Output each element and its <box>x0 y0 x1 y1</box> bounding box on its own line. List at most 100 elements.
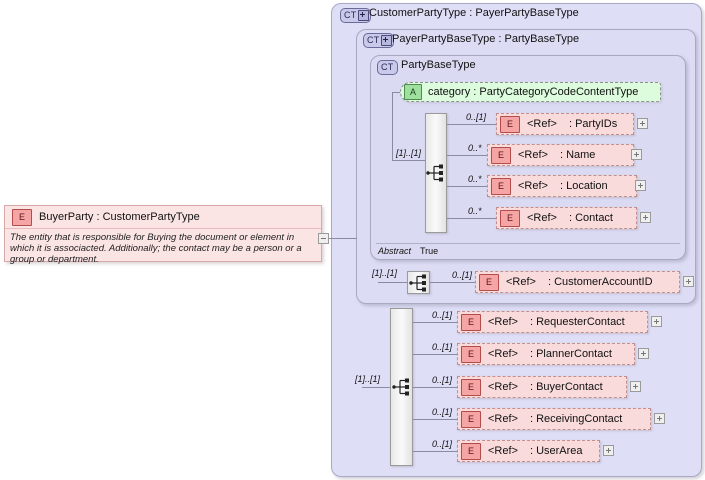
element-ref-label: <Ref> <box>488 413 518 425</box>
ct-badge-party-base-type[interactable]: CT <box>377 60 399 75</box>
element-name-label: : RequesterContact <box>529 316 625 328</box>
expander-plannercontact[interactable] <box>638 348 649 359</box>
cardinality-name: 0..* <box>468 143 482 153</box>
ct-badge-text: CT <box>367 35 380 45</box>
connector-location <box>447 186 496 187</box>
connector-payer-seq-in <box>378 282 407 283</box>
element-node-name[interactable]: E <Ref> : Name <box>487 144 634 166</box>
connector-customer-seq-in <box>362 387 390 388</box>
expand-plus-icon[interactable] <box>358 10 370 21</box>
element-badge-icon: E <box>500 115 520 133</box>
element-badge-icon: E <box>491 146 511 164</box>
cardinality-contact: 0..* <box>468 206 482 216</box>
attribute-badge-icon: A <box>404 84 422 100</box>
connector-userarea <box>413 451 457 452</box>
expander-name[interactable] <box>631 149 642 160</box>
source-element-documentation: The entity that is responsible for Buyin… <box>10 232 302 265</box>
expander-location[interactable] <box>635 180 646 191</box>
connector-plannercontact <box>413 354 457 355</box>
element-name-label: : Contact <box>568 212 613 224</box>
cardinality-partyids: 0..[1] <box>466 112 487 122</box>
element-name-label: : PlannerContact <box>529 348 612 360</box>
connector-partyids <box>447 124 496 125</box>
cardinality-location: 0..* <box>468 174 482 184</box>
connector-party-base-seq-in <box>392 160 425 161</box>
element-badge-icon: E <box>461 378 481 396</box>
expander-userarea[interactable] <box>603 445 614 456</box>
element-name-label: : Location <box>559 180 608 192</box>
element-node-buyercontact[interactable]: E <Ref> : BuyerContact <box>457 376 627 398</box>
source-element-header: E BuyerParty : CustomerPartyType <box>5 206 321 229</box>
element-ref-label: <Ref> <box>518 180 548 192</box>
element-ref-label: <Ref> <box>527 212 557 224</box>
element-ref-label: <Ref> <box>518 149 548 161</box>
expander-customeraccountid[interactable] <box>683 276 694 287</box>
abstract-label: Abstract <box>378 246 412 256</box>
connector-contact <box>447 218 496 219</box>
element-name-label: : PartyIDs <box>568 118 618 130</box>
cardinality-requestercontact: 0..[1] <box>432 310 453 320</box>
element-badge-icon: E <box>500 209 520 227</box>
element-badge-icon: E <box>461 345 481 363</box>
element-name-label: : ReceivingContact <box>529 413 623 425</box>
source-element-buyerparty[interactable]: E BuyerParty : CustomerPartyType The ent… <box>4 205 322 265</box>
connector-attribute-vertical <box>392 92 393 160</box>
element-node-receivingcontact[interactable]: E <Ref> : ReceivingContact <box>457 408 651 430</box>
container-title-payer-party-base-type: PayerPartyBaseType : PartyBaseType <box>392 33 580 45</box>
element-badge-icon: E <box>491 177 511 195</box>
ct-badge-text: CT <box>381 62 394 72</box>
cardinality-customeraccountid: 0..[1] <box>452 270 473 280</box>
connector-customeraccountid <box>430 282 475 283</box>
ct-badge-text: CT <box>344 10 357 20</box>
element-node-contact[interactable]: E <Ref> : Contact <box>496 207 637 229</box>
sequence-compositor-customer-party[interactable] <box>390 308 413 466</box>
connector-receivingcontact <box>413 419 457 420</box>
element-node-customeraccountid[interactable]: E <Ref> : CustomerAccountID <box>475 271 680 293</box>
expand-plus-icon[interactable] <box>381 35 393 46</box>
cardinality-party-base-sequence: [1]..[1] <box>396 148 422 158</box>
element-ref-label: <Ref> <box>488 381 518 393</box>
element-node-requestercontact[interactable]: E <Ref> : RequesterContact <box>457 311 648 333</box>
element-ref-label: <Ref> <box>488 316 518 328</box>
element-name-label: : CustomerAccountID <box>547 276 653 288</box>
element-name-label: : UserArea <box>529 445 583 457</box>
container-title-party-base-type: PartyBaseType <box>401 59 476 71</box>
connector-attribute-horizontal <box>392 92 400 93</box>
expander-requestercontact[interactable] <box>651 316 662 327</box>
element-node-userarea[interactable]: E <Ref> : UserArea <box>457 440 600 462</box>
container-title-customer-party-type: CustomerPartyType : PayerPartyBaseType <box>369 7 579 19</box>
expander-partyids[interactable] <box>637 118 648 129</box>
sequence-compositor-party-base[interactable] <box>425 113 447 233</box>
abstract-divider <box>376 243 680 244</box>
element-ref-label: <Ref> <box>527 118 557 130</box>
element-node-partyids[interactable]: E <Ref> : PartyIDs <box>496 113 634 135</box>
connector-requestercontact <box>413 322 457 323</box>
sequence-compositor-payer-party[interactable] <box>407 271 430 294</box>
ct-badge-payer-party-base-type[interactable]: CT <box>363 33 395 48</box>
element-node-plannercontact[interactable]: E <Ref> : PlannerContact <box>457 343 635 365</box>
connector-buyerparty-to-type <box>329 238 357 239</box>
element-badge-icon: E <box>461 410 481 428</box>
attribute-label: category : PartyCategoryCodeContentType <box>428 86 639 98</box>
sequence-icon <box>391 378 409 396</box>
connector-name <box>447 155 496 156</box>
element-node-location[interactable]: E <Ref> : Location <box>487 175 637 197</box>
connector-buyercontact <box>413 387 457 388</box>
cardinality-buyercontact: 0..[1] <box>432 375 453 385</box>
element-name-label: : Name <box>559 149 596 161</box>
ct-badge-customer-party-type[interactable]: CT <box>340 8 372 23</box>
expander-contact[interactable] <box>640 212 651 223</box>
abstract-value: True <box>420 246 439 256</box>
attribute-node-category[interactable]: A category : PartyCategoryCodeContentTyp… <box>400 82 661 102</box>
element-badge-icon: E <box>479 273 499 291</box>
source-element-title: BuyerParty : CustomerPartyType <box>39 211 200 223</box>
expander-buyercontact[interactable] <box>630 381 641 392</box>
sequence-icon <box>408 274 426 291</box>
expander-receivingcontact[interactable] <box>654 413 665 424</box>
element-ref-label: <Ref> <box>506 276 536 288</box>
element-ref-label: <Ref> <box>488 445 518 457</box>
collapse-minus-icon-buyerparty[interactable] <box>318 233 329 244</box>
element-ref-label: <Ref> <box>488 348 518 360</box>
cardinality-receivingcontact: 0..[1] <box>432 407 453 417</box>
